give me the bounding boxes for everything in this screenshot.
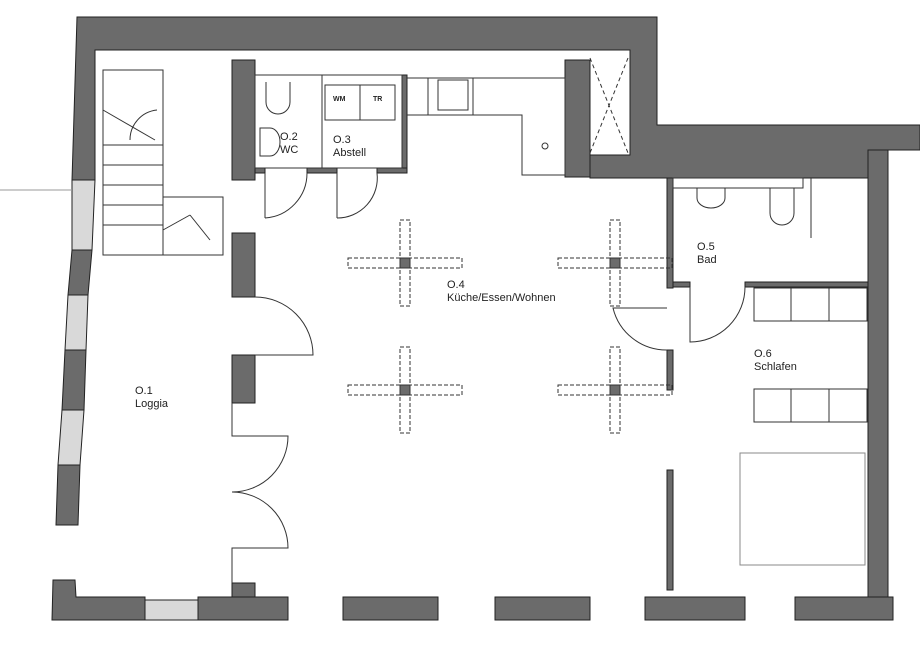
toilet	[696, 188, 726, 209]
window	[57, 409, 85, 466]
washer-label: WM	[333, 96, 346, 103]
column	[609, 257, 621, 269]
interior-wall	[666, 177, 674, 289]
room-name: Bad	[697, 254, 717, 266]
outer-wall-left	[61, 349, 87, 411]
wardrobe	[753, 388, 868, 423]
dryer-label: TR	[373, 96, 383, 103]
room-number: O.2	[280, 131, 298, 143]
room-number: O.1	[135, 385, 153, 397]
outer-wall-left	[55, 464, 81, 526]
shaft	[589, 57, 629, 154]
washbasin	[769, 188, 795, 226]
stove	[437, 79, 469, 111]
outer-wall-bottom	[197, 596, 289, 621]
sink	[259, 127, 281, 157]
window	[64, 294, 89, 351]
walls	[51, 16, 920, 621]
window	[71, 179, 96, 251]
room-number: O.4	[447, 279, 465, 291]
outer-wall-bottom	[794, 596, 894, 621]
interior-wall	[672, 281, 691, 288]
door-schlafen	[612, 307, 668, 351]
interior-wall	[744, 281, 869, 288]
room-name: Loggia	[135, 398, 169, 410]
interior-wall	[376, 167, 408, 174]
interior-wall	[231, 354, 256, 404]
room-number: O.5	[697, 241, 715, 253]
door-bad	[689, 286, 746, 343]
interior-wall	[401, 74, 408, 173]
interior-wall	[254, 167, 266, 174]
outer-wall-top	[71, 16, 920, 181]
column	[609, 384, 621, 396]
fixtures	[0, 57, 868, 583]
column	[399, 384, 411, 396]
kitchen-sink	[541, 142, 549, 150]
room-name: Abstell	[333, 147, 367, 159]
interior-wall	[231, 582, 256, 598]
outer-wall-bottom	[644, 596, 746, 621]
outer-wall-left	[67, 249, 93, 296]
wall-right	[867, 149, 889, 598]
interior-wall	[666, 349, 674, 391]
beams	[347, 219, 673, 434]
room-number: O.3	[333, 134, 351, 146]
window	[144, 599, 199, 621]
column	[399, 257, 411, 269]
kitchen-counter	[407, 77, 566, 176]
interior-wall	[231, 232, 256, 298]
interior-wall	[306, 167, 338, 174]
interior-wall	[564, 59, 591, 178]
staircase	[102, 69, 164, 256]
double-door-loggia	[231, 403, 289, 583]
interior-wall	[666, 469, 674, 591]
interior-wall	[231, 59, 256, 181]
door-abstell	[336, 172, 378, 219]
outer-wall-bottom	[494, 596, 591, 621]
room-number: O.6	[754, 348, 772, 360]
stair-landing	[162, 196, 224, 256]
windows	[57, 179, 199, 621]
wardrobe	[753, 287, 868, 322]
door-wc	[264, 172, 308, 219]
toilet	[265, 82, 291, 115]
room-name: WC	[280, 144, 299, 156]
room-name: Schlafen	[754, 361, 797, 373]
outer-wall-left-corner	[51, 579, 146, 621]
dryer	[359, 84, 396, 121]
door-loggia	[254, 296, 314, 356]
outer-wall-bottom	[342, 596, 439, 621]
bed	[739, 452, 866, 566]
room-name: Küche/Essen/Wohnen	[447, 292, 556, 304]
